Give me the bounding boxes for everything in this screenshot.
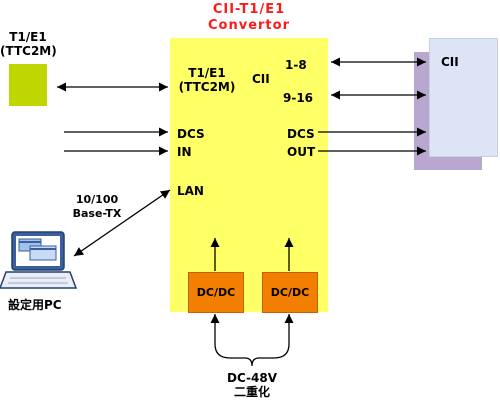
port-cii-label: CII [252, 72, 270, 86]
dcs-out-label: DCS OUT [287, 127, 315, 159]
lan-label: LAN [177, 184, 204, 198]
port-range2-label: 9-16 [283, 91, 314, 105]
port-range1-label: 1-8 [285, 58, 307, 72]
power-line2: 二重化 [233, 385, 270, 399]
laptop-icon [0, 231, 78, 289]
power-label: DC-48V 二重化 [206, 371, 298, 399]
converter-title-line2: Convertor [208, 18, 290, 33]
port-t1e1-label: T1/E1 (TTC2M) [172, 66, 242, 94]
external-t1e1-label: T1/E1 (TTC2M) [0, 30, 57, 58]
external-t1e1-box [9, 64, 47, 106]
dcdc-right-label: DC/DC [270, 286, 310, 299]
external-t1e1-line1: T1/E1 [9, 30, 47, 44]
power-line1: DC-48V [226, 371, 277, 385]
external-t1e1-line2: (TTC2M) [0, 44, 57, 58]
dcdc-left-label: DC/DC [196, 286, 236, 299]
port-t1e1-line1: T1/E1 [188, 66, 226, 80]
dcdc-module-right: DC/DC [262, 272, 318, 313]
converter-box [170, 38, 328, 312]
dcs-in-line2: IN [177, 145, 192, 159]
dcs-out-line1: DCS [287, 127, 315, 141]
dcs-in-label: DCS IN [177, 127, 205, 159]
converter-title-line1: CII-T1/E1 [212, 2, 286, 17]
pc-label: 設定用PC [8, 298, 62, 312]
lan-link [73, 189, 171, 257]
cii-device-label: CII [441, 55, 459, 69]
dcdc-module-left: DC/DC [188, 272, 244, 313]
port-t1e1-line2: (TTC2M) [178, 80, 236, 94]
cii-device [429, 38, 498, 157]
dcs-out-line2: OUT [287, 145, 316, 159]
converter-title: CII-T1/E1 Convertor [170, 2, 328, 34]
dcs-in-line1: DCS [177, 127, 205, 141]
power-brace [214, 343, 290, 367]
